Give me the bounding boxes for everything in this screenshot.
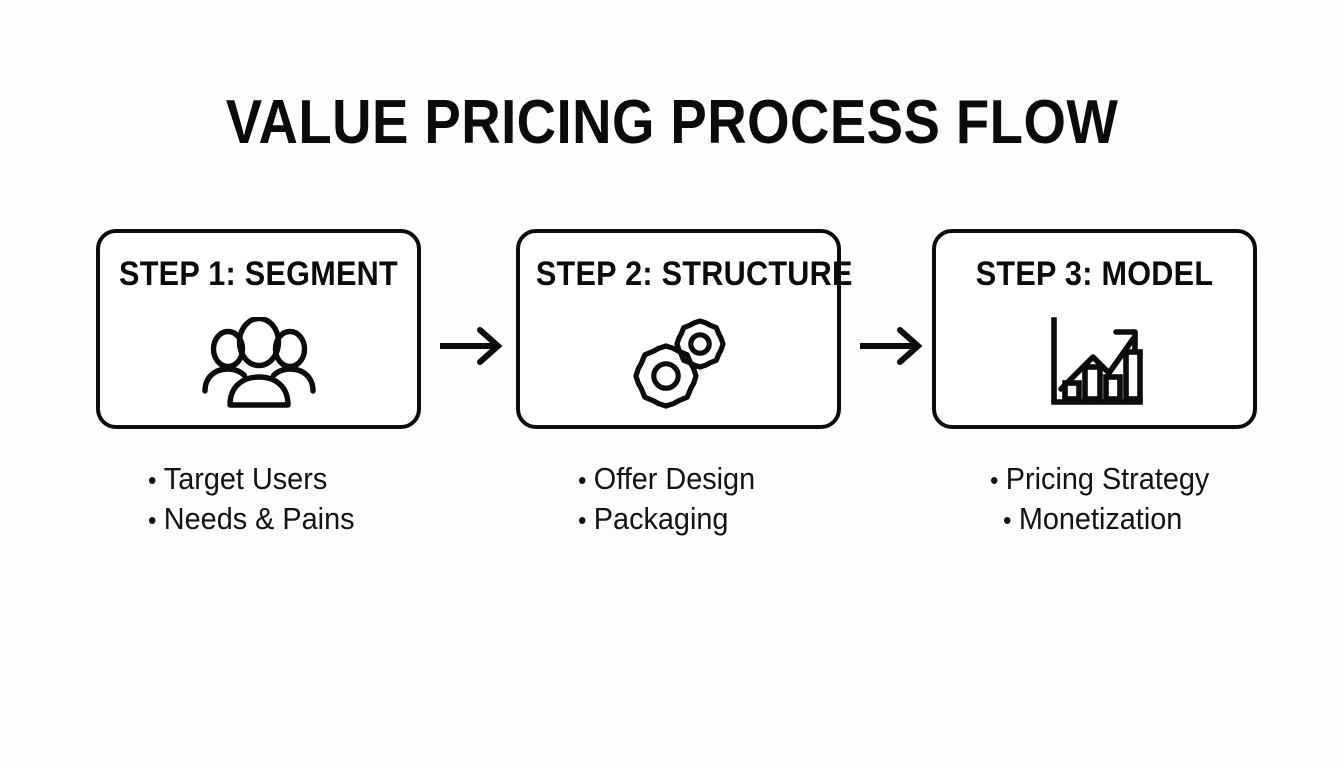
bullet-marker-icon: •: [1003, 505, 1012, 535]
step-3-bullet-list: • Pricing Strategy • Monetization: [990, 459, 1226, 539]
list-item: • Target Users: [148, 459, 355, 499]
list-item-label: Monetization: [1018, 501, 1183, 536]
page-title: VALUE PRICING PROCESS FLOW: [225, 88, 1119, 157]
process-flow-row: STEP 1: SEGMENT: [96, 229, 1257, 429]
arrow-step2-to-step3: [858, 323, 926, 369]
bullet-marker-icon: •: [990, 465, 999, 495]
step-box-2[interactable]: STEP 2: STRUCTURE: [516, 229, 853, 429]
bullet-marker-icon: •: [578, 505, 587, 535]
step-3-heading: STEP 3: MODEL: [975, 255, 1214, 293]
list-item: • Monetization: [990, 499, 1209, 539]
step-1-heading: STEP 1: SEGMENT: [119, 255, 398, 293]
list-item: • Offer Design: [578, 459, 755, 499]
list-item-label: Offer Design: [593, 461, 756, 496]
list-item: • Packaging: [578, 499, 755, 539]
list-item-label: Pricing Strategy: [1005, 461, 1210, 496]
step-box-1[interactable]: STEP 1: SEGMENT: [96, 229, 421, 429]
growth-chart-icon: [936, 315, 1253, 411]
bullet-marker-icon: •: [148, 505, 157, 535]
list-item-label: Target Users: [163, 461, 328, 496]
people-group-icon: [100, 315, 417, 411]
list-item: • Pricing Strategy: [990, 459, 1209, 499]
step-1-bullet-list: • Target Users • Needs & Pains: [148, 459, 370, 539]
step-2-bullet-list: • Offer Design • Packaging: [578, 459, 768, 539]
list-item-label: Needs & Pains: [163, 501, 355, 536]
gears-icon: [520, 315, 837, 411]
list-item-label: Packaging: [593, 501, 729, 536]
arrow-step1-to-step2: [438, 323, 506, 369]
step-box-3[interactable]: STEP 3: MODEL: [932, 229, 1257, 429]
bullet-marker-icon: •: [578, 465, 587, 495]
step-2-heading: STEP 2: STRUCTURE: [535, 255, 853, 293]
bullet-marker-icon: •: [148, 465, 157, 495]
list-item: • Needs & Pains: [148, 499, 355, 539]
